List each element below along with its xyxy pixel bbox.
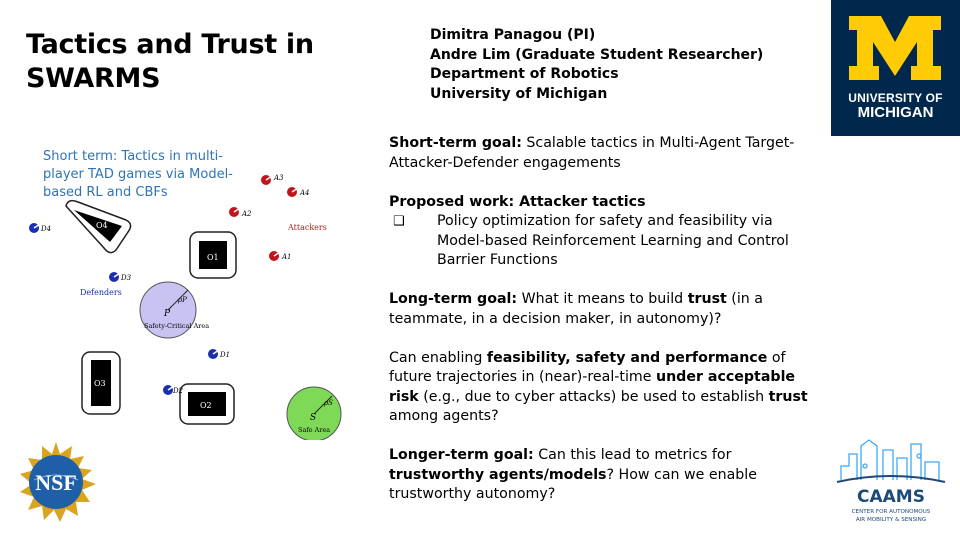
defender-d1-label: D1 <box>219 351 230 359</box>
block-m-icon <box>849 16 941 80</box>
university: University of Michigan <box>430 85 608 102</box>
defender-d4: D4 <box>29 223 51 233</box>
attacker-a2-label: A2 <box>241 210 252 218</box>
author-pi: Dimitra Panagou (PI) <box>430 27 596 43</box>
obstacle-o2: O2 <box>179 383 235 425</box>
obstacle-o4: O4 <box>65 199 132 254</box>
defender-d1: D1 <box>208 349 230 359</box>
caams-logo-name: CAAMS <box>857 487 925 507</box>
long-term-goal: Long-term goal: What it means to build t… <box>389 291 763 327</box>
obstacle-o1-label: O1 <box>207 253 219 262</box>
obstacle-o3-label: O3 <box>94 379 106 388</box>
safe-area: ρS S Safe Area <box>286 386 342 440</box>
nsf-logo: NSF <box>20 442 96 522</box>
um-logo-line2: MICHIGAN <box>857 104 934 121</box>
defender-d2-label: D2 <box>172 387 184 395</box>
obstacle-o3: O3 <box>81 351 121 415</box>
defenders-label: Defenders <box>80 288 122 297</box>
short-term-label: Short-term goal: <box>389 135 522 151</box>
proposed-work-label: Proposed work: Attacker tactics <box>389 193 646 210</box>
trust-question: Can enabling feasibility, safety and per… <box>389 349 808 425</box>
attacker-a3: A3 <box>261 174 284 185</box>
author-student: Andre Lim (Graduate Student Researcher) <box>430 46 764 63</box>
um-logo-line1: UNIVERSITY OF <box>848 91 943 105</box>
critical-area-label: Safety-Critical Area <box>144 322 209 330</box>
defender-d3: D3 <box>109 272 132 282</box>
safety-critical-area: ρP P Safety-Critical Area <box>139 281 209 339</box>
attacker-a4: A4 <box>287 187 310 197</box>
safe-radius-label: ρS <box>323 399 333 407</box>
caams-logo: CAAMS CENTER FOR AUTONOMOUS AIR MOBILITY… <box>836 439 946 523</box>
critical-radius-label: ρP <box>177 296 187 304</box>
proposed-work-bullet: ❑Policy optimization for safety and feas… <box>393 213 789 268</box>
checkbox-bullet-icon: ❑ <box>393 214 405 229</box>
critical-symbol: P <box>163 309 171 319</box>
defender-d2: D2 <box>163 385 184 395</box>
longer-term-goal: Longer-term goal: Can this lead to metri… <box>389 447 757 502</box>
caams-logo-line2: AIR MOBILITY & SENSING <box>856 517 926 523</box>
safe-symbol: S <box>310 413 316 423</box>
author-block: Dimitra Panagou (PI) Andre Lim (Graduate… <box>430 26 763 104</box>
nsf-logo-text: NSF <box>35 470 77 495</box>
defender-d4-label: D4 <box>40 225 51 233</box>
attacker-a1: A1 <box>269 251 292 261</box>
obstacle-o2-label: O2 <box>200 401 212 410</box>
department: Department of Robotics <box>430 66 619 82</box>
caams-logo-line1: CENTER FOR AUTONOMOUS <box>852 509 931 515</box>
defender-d3-label: D3 <box>120 274 132 282</box>
attacker-a2: A2 <box>229 207 252 218</box>
obstacle-o4-label: O4 <box>96 221 108 230</box>
attacker-a4-label: A4 <box>299 189 310 197</box>
content-body: Short-term goal: Scalable tactics in Mul… <box>389 134 809 505</box>
proposed-work: Proposed work: Attacker tactics <box>389 193 809 213</box>
attacker-a1-label: A1 <box>281 253 292 261</box>
diagram-caption: Short term: Tactics in multi-player TAD … <box>43 149 233 200</box>
short-term-goal: Short-term goal: Scalable tactics in Mul… <box>389 135 795 171</box>
safe-area-label: Safe Area <box>298 426 330 434</box>
attackers-label: Attackers <box>287 223 327 232</box>
university-of-michigan-logo: UNIVERSITY OF MICHIGAN <box>831 0 960 136</box>
page-title: Tactics and Trust in SWARMS <box>26 29 314 94</box>
tad-game-diagram: O4 O1 O3 O2 ρP P Safety-Critical Area <box>29 174 342 440</box>
obstacle-o1: O1 <box>189 231 237 279</box>
attacker-a3-label: A3 <box>273 174 284 182</box>
